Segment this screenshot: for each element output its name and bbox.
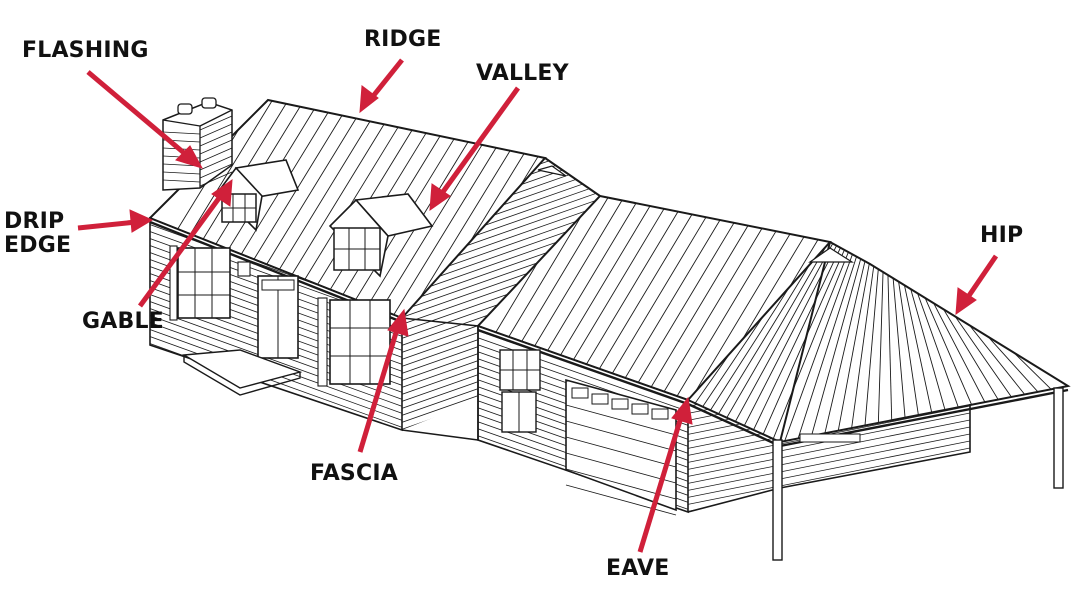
eave-arrow (637, 396, 693, 553)
gable-label: GABLE (82, 309, 164, 334)
valley-label: VALLEY (476, 61, 569, 86)
fascia-arrow (357, 308, 409, 453)
flashing-arrow (86, 70, 204, 169)
drip-edge-label-line1: DRIP (4, 209, 65, 234)
ridge-label: RIDGE (364, 27, 442, 52)
drip-edge-arrow (77, 209, 154, 233)
drip-edge-label-line2: EDGE (4, 233, 72, 258)
gable-arrow (137, 178, 233, 308)
house-line-art (148, 97, 1071, 561)
valley-arrow (429, 86, 521, 212)
hip-arrow (955, 254, 999, 316)
fascia-label: FASCIA (310, 461, 398, 486)
flashing-label: FLASHING (22, 38, 149, 63)
hip-label: HIP (980, 223, 1024, 248)
eave-label: EAVE (606, 556, 670, 581)
label-arrows (77, 58, 999, 553)
ridge-arrow (359, 58, 404, 114)
